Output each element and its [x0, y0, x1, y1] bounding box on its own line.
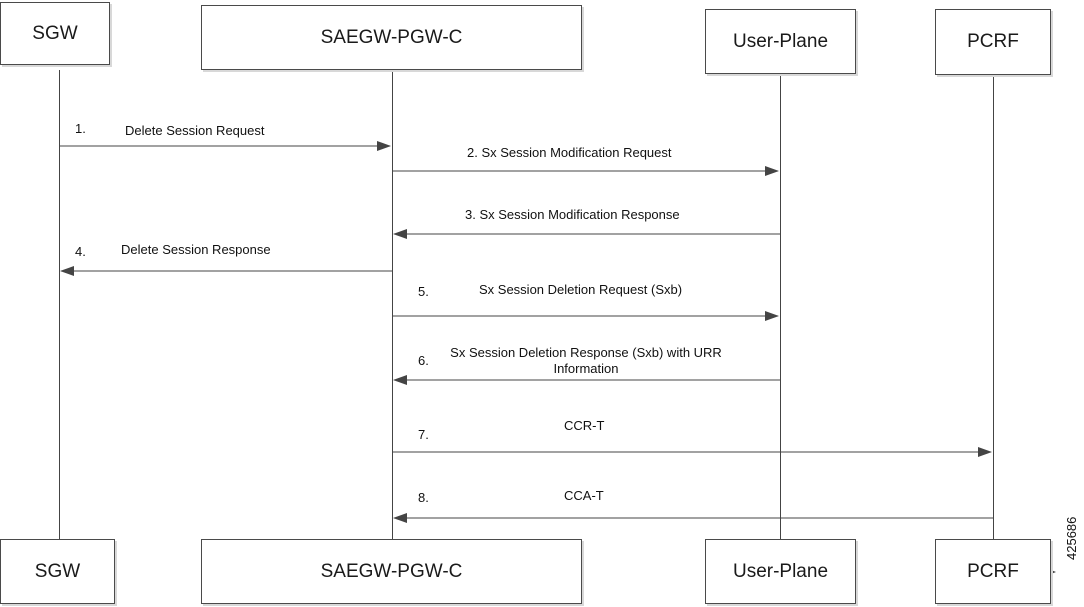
- message-7-label: CCR-T: [564, 418, 605, 433]
- participant-saegw-pgw-c-top: SAEGW-PGW-C: [201, 5, 582, 70]
- lifeline-sgw: [59, 70, 60, 540]
- message-3-label: 3. Sx Session Modification Response: [465, 207, 680, 222]
- message-7-number: 7.: [418, 427, 429, 442]
- lifeline-pcrf: [993, 75, 994, 540]
- participant-sgw-top: SGW: [0, 2, 110, 65]
- message-2-label: 2. Sx Session Modification Request: [467, 145, 672, 160]
- message-5-number: 5.: [418, 284, 429, 299]
- participant-saegw-pgw-c-bottom: SAEGW-PGW-C: [201, 539, 582, 604]
- message-8-number: 8.: [418, 490, 429, 505]
- participant-sgw-bottom: SGW: [0, 539, 115, 604]
- message-8-label: CCA-T: [564, 488, 604, 503]
- message-6-number: 6.: [418, 353, 429, 368]
- message-1-label: Delete Session Request: [125, 123, 265, 138]
- participant-pcrf-bottom: PCRF: [935, 539, 1051, 604]
- message-4-number: 4.: [75, 244, 86, 259]
- participant-user-plane-top: User-Plane: [705, 9, 856, 74]
- participant-pcrf-top: PCRF: [935, 9, 1051, 75]
- message-4-label: Delete Session Response: [121, 242, 271, 257]
- lifeline-saegw-pgw-c: [392, 70, 393, 540]
- participant-user-plane-bottom: User-Plane: [705, 539, 856, 604]
- lifeline-user-plane: [780, 74, 781, 540]
- message-5-label: Sx Session Deletion Request (Sxb): [479, 282, 683, 297]
- figure-id: 425686: [1064, 516, 1079, 560]
- message-1-number: 1.: [75, 121, 86, 136]
- message-6-label: Sx Session Deletion Response (Sxb) with …: [450, 345, 722, 376]
